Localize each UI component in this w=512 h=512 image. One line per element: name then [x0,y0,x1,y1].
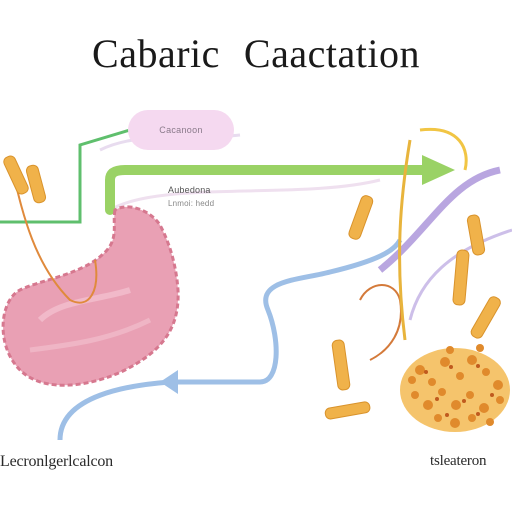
orange-nerve-line [359,284,402,361]
middle-label: Aubedona Lnmoi: hedd [168,183,214,211]
title-word-2: Caactation [243,31,420,76]
yellow-vessel-line [419,127,468,171]
pasta-pile [400,344,510,432]
faint-flow-line [109,178,381,212]
purple-flow-line [377,166,501,273]
middle-label-line-2: Lnmoi: hedd [168,199,215,208]
yellow-vessel-line [398,139,412,341]
orange-nerve-line [9,159,98,304]
diagram-title: Cabaric Caactation [0,30,512,77]
green-connector-line [0,128,131,224]
pasta-pieces [3,155,501,420]
bottom-left-label: Lecronlgerlcalcon [0,453,113,470]
middle-label-line-1: Aubedona [168,185,211,195]
bottom-right-label: tsleateron [430,453,487,469]
pill-label: Cacanoon [128,110,234,150]
blue-arrow-head [160,370,178,394]
purple-flow-line-thin [408,228,512,321]
green-flow-arrow [105,165,430,215]
green-arrow-head [422,155,455,185]
blue-flow-arrow [57,238,403,441]
title-word-1: Cabaric [92,31,220,76]
